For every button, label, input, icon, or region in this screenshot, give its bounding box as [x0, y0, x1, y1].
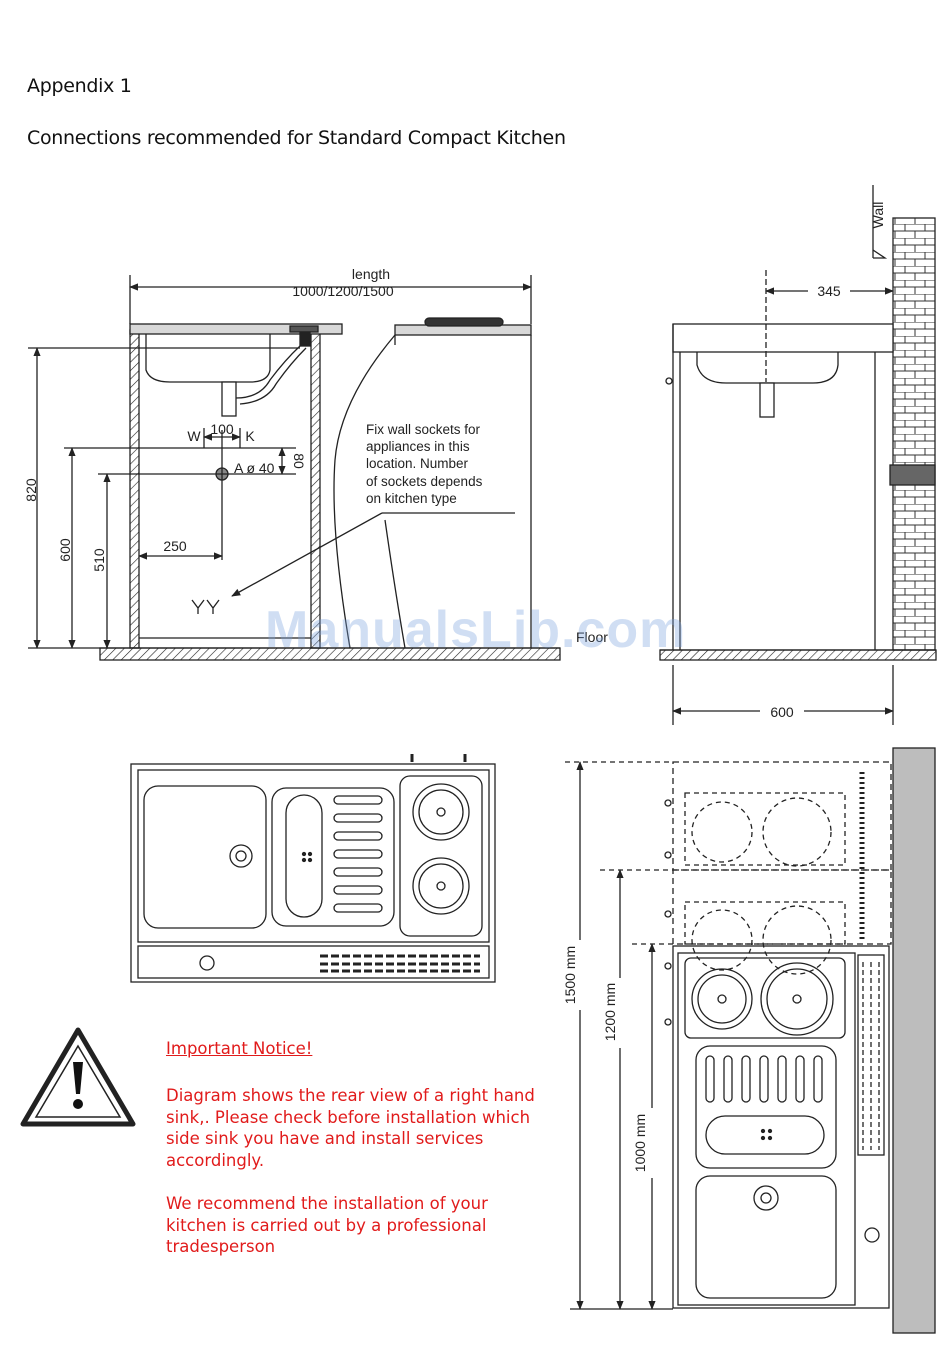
dim-1500mm: 1500 mm	[562, 946, 578, 1004]
cabinet-left-wall	[129, 329, 140, 649]
notice-paragraph-2: We recommend the installation of your ki…	[166, 1194, 488, 1257]
socket-note-line-3: location. Number	[366, 456, 469, 471]
dim-600-side: 600	[770, 704, 794, 720]
rear-view-drawing	[28, 275, 561, 661]
length-label: length	[352, 266, 390, 282]
dim-600: 600	[57, 538, 73, 562]
dim-345: 345	[817, 283, 841, 299]
watermark: ManualsLib.com	[265, 601, 687, 659]
dim-250: 250	[163, 538, 187, 554]
notice-title: Important Notice!	[166, 1039, 313, 1058]
brick-wall	[892, 217, 936, 651]
appendix-label: Appendix 1	[27, 75, 132, 97]
page-title: Connections recommended for Standard Com…	[27, 127, 566, 149]
rear-view-labels: length 1000/1200/1500 820 600 510 250 10…	[23, 266, 608, 645]
socket-note-line-4: of sockets depends	[366, 474, 483, 489]
length-values: 1000/1200/1500	[292, 283, 393, 299]
warning-icon	[20, 1027, 136, 1127]
dim-100: 100	[210, 421, 234, 437]
side-wall	[892, 747, 936, 1334]
k-label: K	[245, 428, 255, 444]
drain-label: A ø 40	[234, 460, 275, 476]
socket-note-line-5: on kitchen type	[366, 491, 457, 506]
dim-1000mm: 1000 mm	[632, 1114, 648, 1172]
dim-820: 820	[23, 478, 39, 502]
socket-note-line-2: appliances in this	[366, 439, 470, 454]
side-view-labels: Wall 345 600	[760, 202, 886, 720]
plan-view-labels: 1500 mm 1200 mm 1000 mm	[562, 940, 654, 1178]
dim-1200mm: 1200 mm	[602, 983, 618, 1041]
dim-80: 80	[291, 453, 307, 469]
wall-label: Wall	[870, 202, 886, 229]
top-view-drawing	[130, 754, 496, 983]
floor-label: Floor	[576, 629, 608, 645]
socket-note-line-1: Fix wall sockets for	[366, 422, 481, 437]
dim-510: 510	[91, 548, 107, 572]
plan-view-drawing	[565, 747, 936, 1334]
w-label: W	[187, 428, 201, 444]
notice-paragraph-1: Diagram shows the rear view of a right h…	[166, 1086, 535, 1170]
side-view-drawing	[659, 185, 937, 725]
